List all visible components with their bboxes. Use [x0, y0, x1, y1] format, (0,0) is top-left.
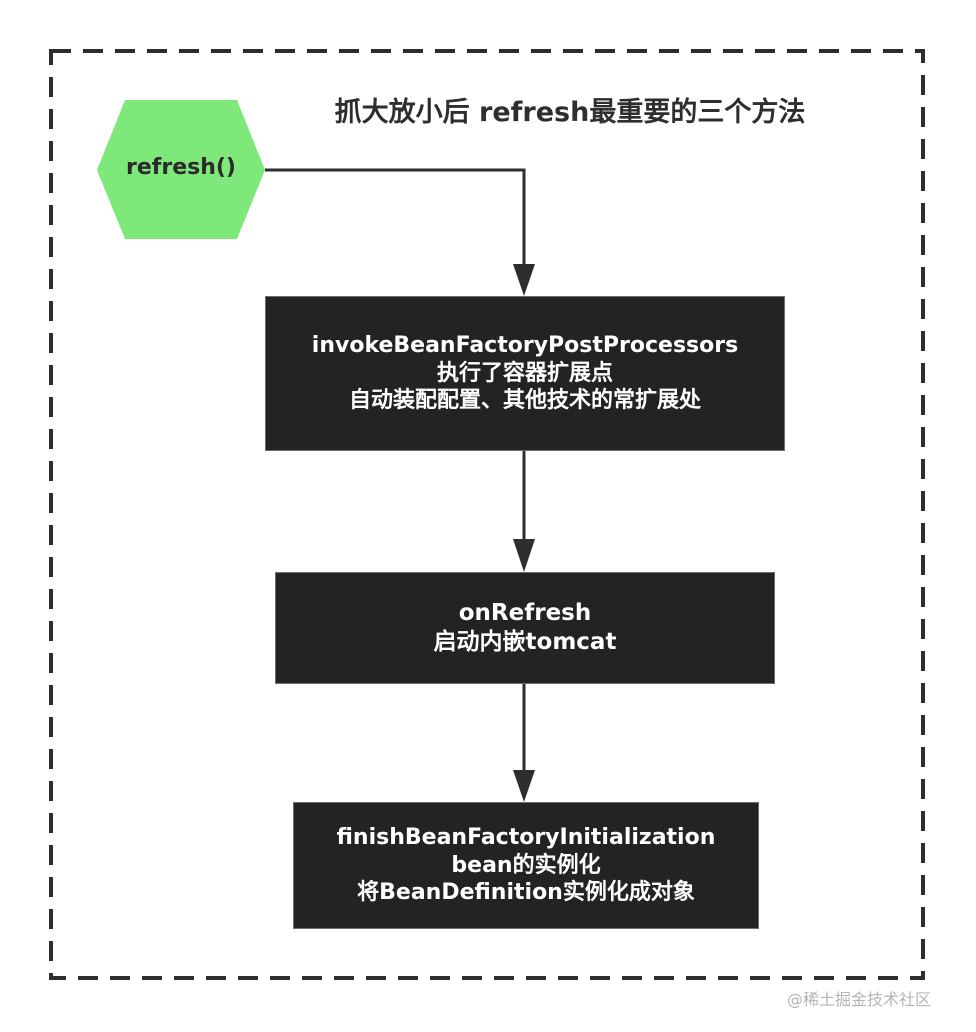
diagram-title: 抓大放小后 refresh最重要的三个方法 — [334, 97, 806, 128]
connector-refresh-to-invoke — [265, 168, 526, 270]
start-hexagon[interactable] — [97, 100, 265, 239]
arrowhead-icon — [513, 539, 535, 572]
step-invoke-bean-factory-post-processors[interactable]: invokeBeanFactoryPostProcessors 执行了容器扩展点… — [265, 296, 785, 451]
step-on-refresh[interactable]: onRefresh 启动内嵌tomcat — [275, 572, 775, 684]
step-line: 自动装配配置、其他技术的常扩展处 — [348, 388, 701, 414]
step-method: onRefresh — [458, 600, 592, 627]
step-method: finishBeanFactoryInitialization — [336, 825, 716, 851]
step-line: 将BeanDefinition实例化成对象 — [357, 880, 695, 906]
arrowhead-icon — [513, 264, 535, 296]
step-finish-bean-factory-initialization[interactable]: finishBeanFactoryInitialization bean的实例化… — [293, 802, 759, 929]
step-line: bean的实例化 — [451, 852, 601, 878]
step-line: 执行了容器扩展点 — [436, 360, 613, 386]
step-method: invokeBeanFactoryPostProcessors — [311, 333, 739, 359]
step-line: 启动内嵌tomcat — [433, 629, 617, 655]
dashed-frame — [49, 49, 925, 980]
arrowhead-icon — [513, 770, 535, 802]
start-node-label: refresh() — [126, 155, 236, 180]
watermark: @稀土掘金技术社区 — [787, 990, 932, 1009]
